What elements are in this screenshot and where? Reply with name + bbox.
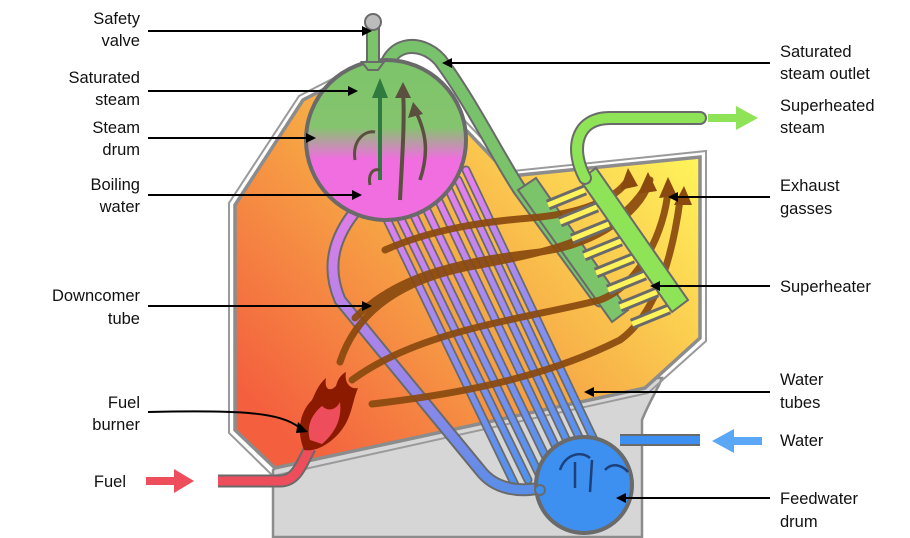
label-safety-valve: Safety valve (93, 10, 141, 50)
label-superheated-steam: Superheated steam (780, 97, 875, 137)
label-saturated-steam-outlet-line2: steam outlet (780, 65, 870, 83)
label-steam-drum: Steam drum (92, 119, 140, 159)
label-fuel: Fuel (94, 473, 126, 491)
label-downcomer-tube-line1: Downcomer (52, 287, 141, 305)
label-saturated-steam-outlet-line1: Saturated (780, 43, 852, 61)
label-exhaust-gasses: Exhaust gasses (780, 177, 840, 218)
label-fuel-burner-line1: Fuel (108, 394, 140, 412)
label-fuel-burner-line2: burner (92, 416, 140, 434)
label-water-tubes: Water tubes (780, 371, 824, 412)
label-boiling-water: Boiling water (90, 176, 140, 216)
label-safety-valve-line2: valve (101, 32, 140, 50)
label-exhaust-gasses-line2: gasses (780, 200, 832, 218)
label-steam-drum-line1: Steam (92, 119, 140, 137)
label-superheated-steam-line2: steam (780, 119, 825, 137)
feedwater-drum (535, 437, 632, 533)
label-downcomer-tube: Downcomer tube (52, 287, 141, 328)
label-saturated-steam-line1: Saturated (68, 69, 140, 87)
label-saturated-steam: Saturated steam (68, 69, 140, 109)
label-superheated-steam-line1: Superheated (780, 97, 875, 115)
water-arrow (712, 429, 762, 453)
label-downcomer-tube-line2: tube (108, 310, 140, 328)
label-boiling-water-line2: water (99, 198, 141, 216)
label-water-tubes-line1: Water (780, 371, 824, 389)
label-feedwater-drum: Feedwater drum (780, 490, 858, 531)
label-fuel-burner: Fuel burner (92, 394, 140, 434)
label-steam-drum-line2: drum (102, 141, 140, 159)
label-feedwater-drum-line2: drum (780, 513, 818, 531)
fuel-arrow (146, 469, 194, 493)
label-water: Water (780, 432, 824, 450)
superheated-steam-arrow (708, 106, 758, 130)
label-feedwater-drum-line1: Feedwater (780, 490, 858, 508)
label-superheater: Superheater (780, 278, 871, 296)
label-saturated-steam-outlet: Saturated steam outlet (780, 43, 870, 83)
label-safety-valve-line1: Safety (93, 10, 141, 28)
label-exhaust-gasses-line1: Exhaust (780, 177, 840, 195)
safety-valve (362, 14, 384, 70)
label-boiling-water-line1: Boiling (90, 176, 140, 194)
label-saturated-steam-line2: steam (95, 91, 140, 109)
label-water-tubes-line2: tubes (780, 394, 820, 412)
